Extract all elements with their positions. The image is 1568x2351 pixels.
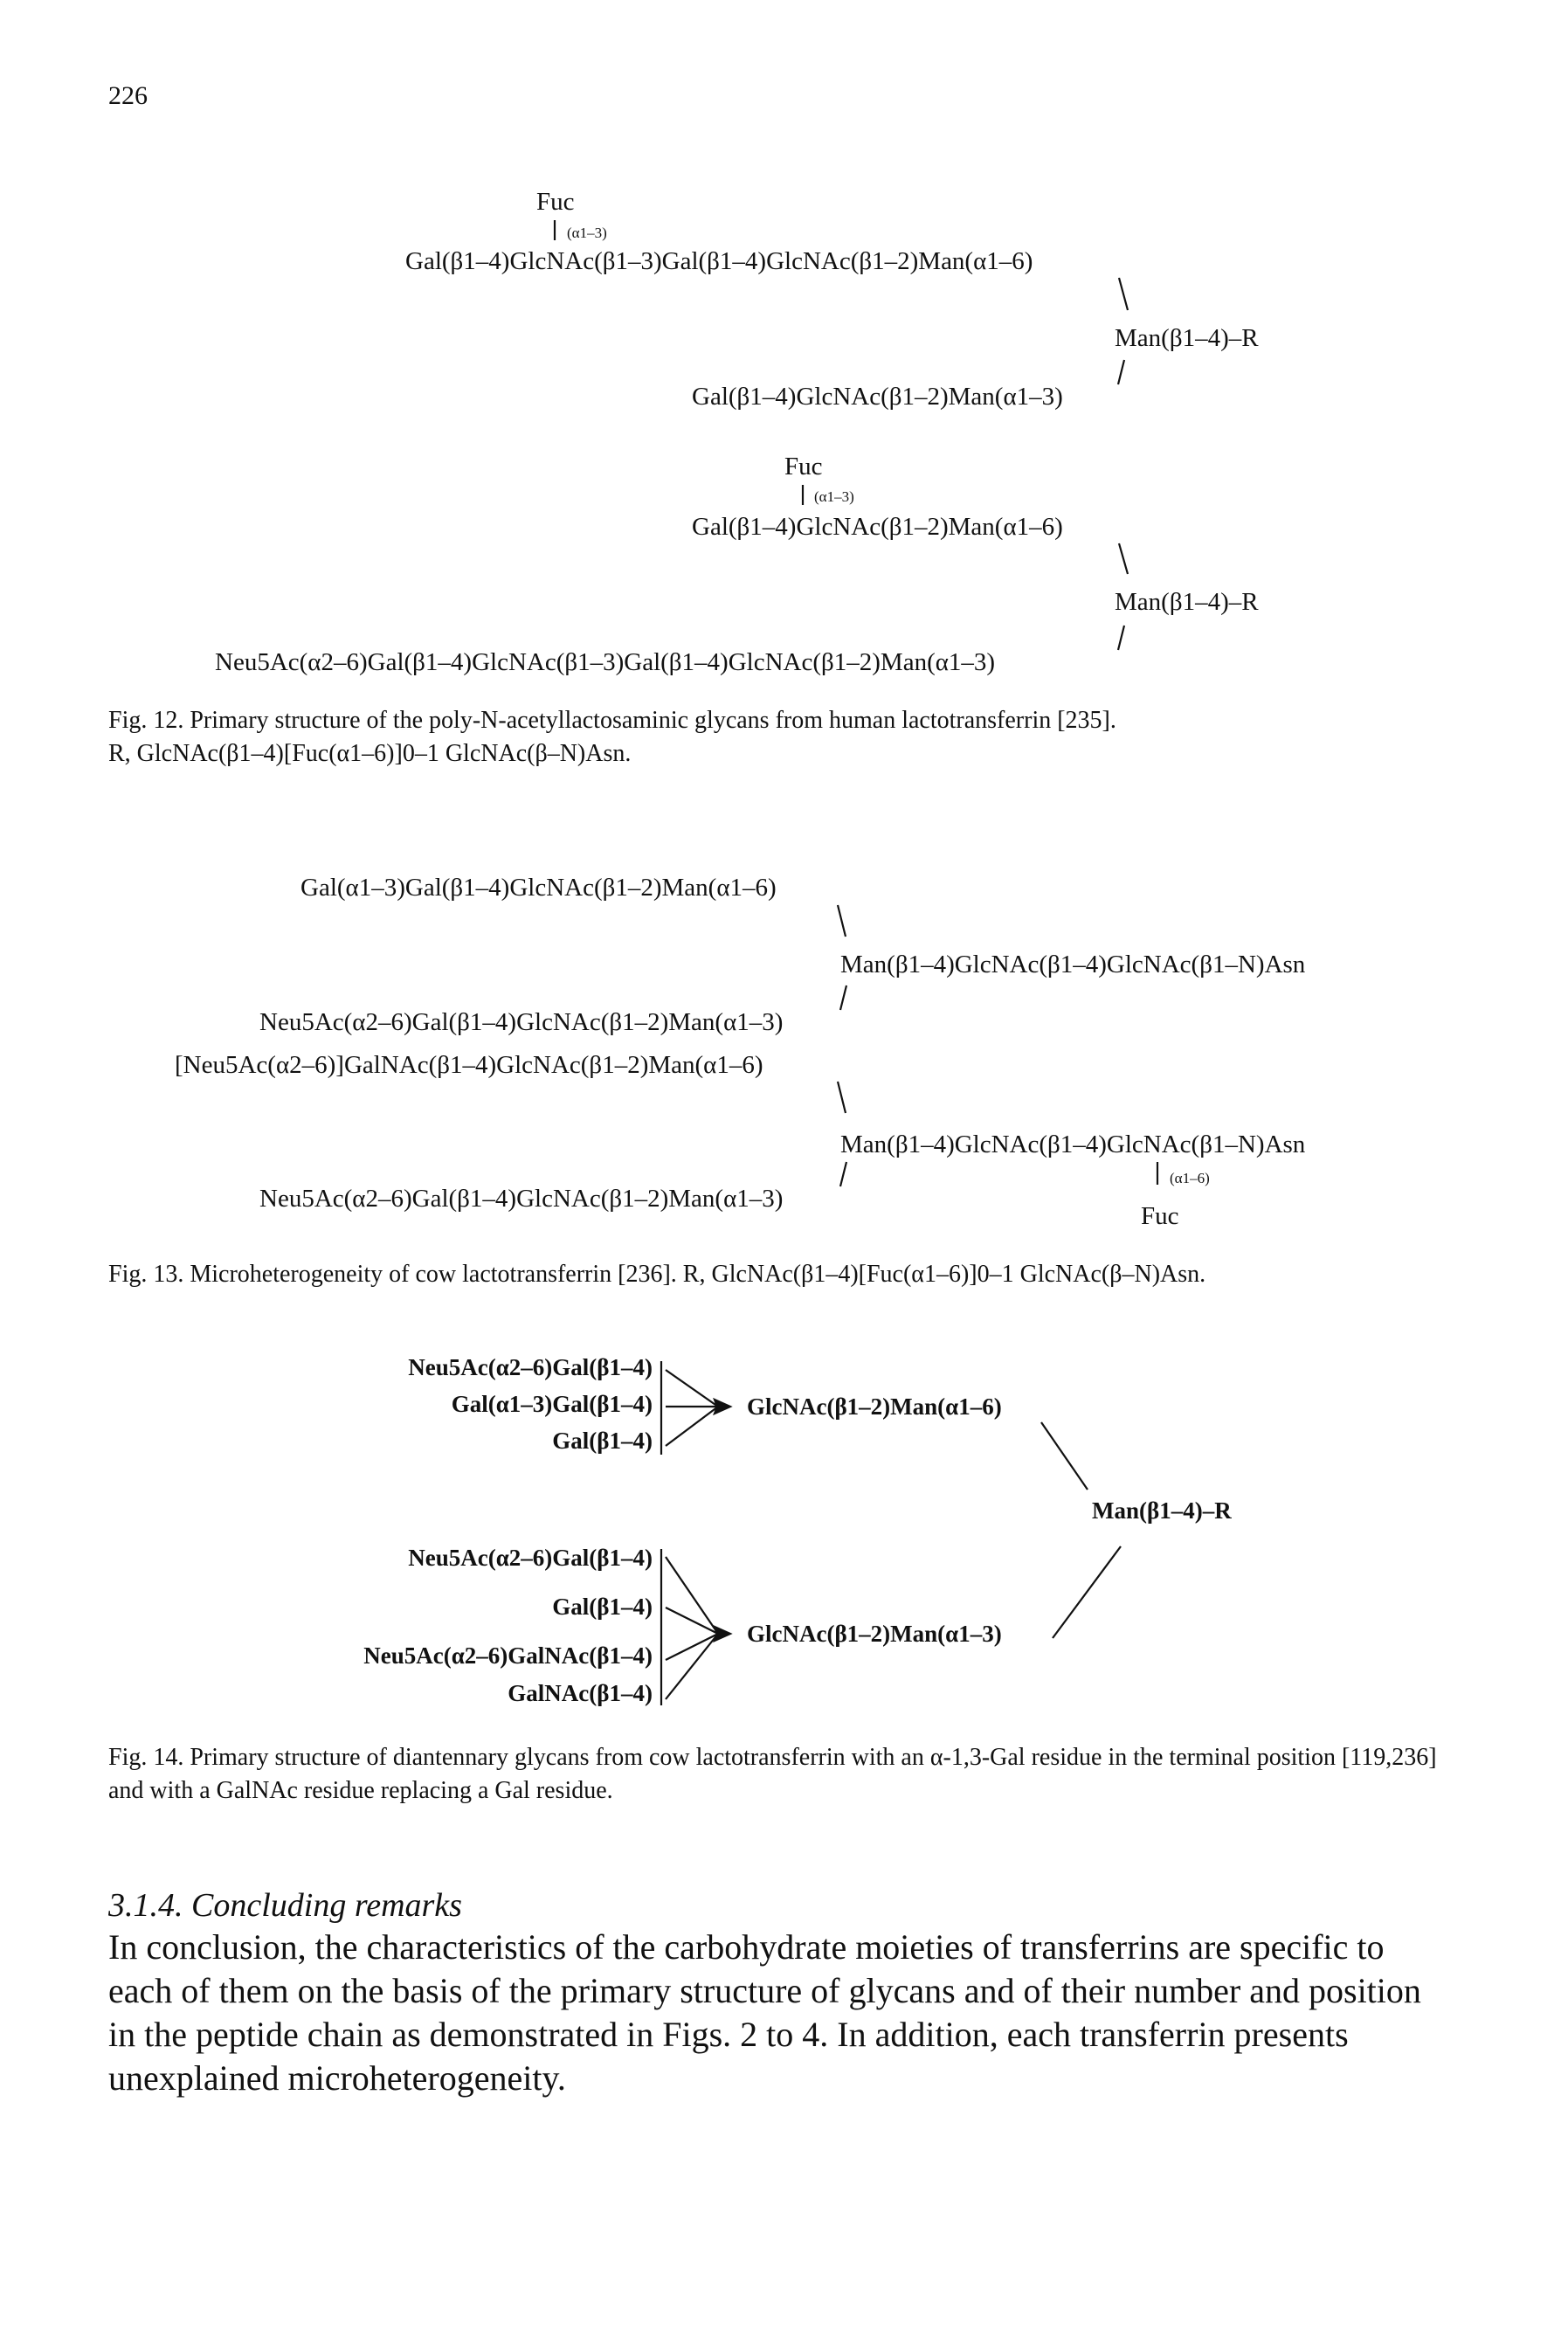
residue-label: Neu5Ac(α2–6)GalNAc(β1–4) <box>363 1642 653 1669</box>
branch-bond-alpha6 <box>1117 277 1129 311</box>
branch-bond-alpha3 <box>839 1161 848 1187</box>
antenna-alpha6-chain: Gal(β1–4)GlcNAc(β1–2)Man(α1–6) <box>692 513 1063 541</box>
linkage-label: (α1–3) <box>567 225 607 241</box>
antenna-alpha3-chain: Neu5Ac(α2–6)Gal(β1–4)GlcNAc(β1–2)Man(α1–… <box>259 1008 784 1036</box>
converge-line <box>665 1556 719 1635</box>
branch-bond-alpha3 <box>1052 1545 1122 1639</box>
converge-line <box>665 1633 719 1661</box>
antenna-alpha3-chain: Gal(β1–4)GlcNAc(β1–2)Man(α1–3) <box>692 383 1063 411</box>
antenna-alpha6-chain: Gal(α1–3)Gal(β1–4)GlcNAc(β1–2)Man(α1–6) <box>300 874 777 902</box>
converge-line <box>665 1607 719 1635</box>
branch-bond-alpha6 <box>1117 543 1129 575</box>
arrow-head <box>713 1624 733 1643</box>
residue-label: GalNAc(β1–4) <box>508 1680 653 1706</box>
converge-line <box>665 1633 719 1700</box>
core-mannose-label: Man(β1–4)–R <box>1092 1497 1232 1524</box>
residue-label: Neu5Ac(α2–6)Gal(β1–4) <box>408 1354 653 1380</box>
body-paragraph: In conclusion, the characteristics of th… <box>108 1927 1421 2098</box>
figure-caption: Fig. 14. Primary structure of diantennar… <box>108 1744 1437 1804</box>
antenna-alpha6-chain: [Neu5Ac(α2–6)]GalNAc(β1–4)GlcNAc(β1–2)Ma… <box>175 1051 763 1079</box>
antenna-alpha6-chain: Gal(β1–4)GlcNAc(β1–3)Gal(β1–4)GlcNAc(β1–… <box>405 247 1033 275</box>
arrow-head <box>713 1397 733 1416</box>
branch-bond-alpha6 <box>1040 1421 1088 1490</box>
linkage-label: (α1–3) <box>814 488 854 505</box>
core-mannose-label: Man(β1–4)–R <box>1115 324 1259 352</box>
fucose-label: Fuc <box>784 453 823 481</box>
section-heading: 3.1.4. Concluding remarks <box>108 1887 462 1924</box>
figure-caption: Fig. 12. Primary structure of the poly-N… <box>108 704 1462 771</box>
upper-target-chain: GlcNAc(β1–2)Man(α1–6) <box>747 1393 1002 1420</box>
antenna-alpha3-chain: Neu5Ac(α2–6)Gal(β1–4)GlcNAc(β1–3)Gal(β1–… <box>215 648 996 676</box>
fucose-label: Fuc <box>536 188 575 216</box>
converge-line <box>665 1369 719 1407</box>
residue-label: Gal(α1–3)Gal(β1–4) <box>451 1391 653 1417</box>
converge-line <box>665 1406 719 1447</box>
branch-bond-alpha3 <box>1116 625 1126 651</box>
lower-target-chain: GlcNAc(β1–2)Man(α1–3) <box>747 1621 1002 1647</box>
branch-bond-alpha3 <box>1116 359 1126 385</box>
branch-bond-alpha6 <box>836 1081 847 1114</box>
core-chain-label: Man(β1–4)GlcNAc(β1–4)GlcNAc(β1–N)Asn <box>840 1131 1306 1158</box>
linkage-label: (α1–6) <box>1170 1170 1210 1186</box>
core-chain-label: Man(β1–4)GlcNAc(β1–4)GlcNAc(β1–N)Asn <box>840 951 1306 978</box>
fucose-label: Fuc <box>1141 1202 1179 1230</box>
branch-bond-alpha3 <box>839 985 848 1011</box>
branch-bond-alpha6 <box>836 904 847 937</box>
figure-caption: Fig. 13. Microheterogeneity of cow lacto… <box>108 1261 1206 1288</box>
caption-line: Fig. 12. Primary structure of the poly-N… <box>108 707 1116 734</box>
residue-label: Gal(β1–4) <box>552 1594 653 1620</box>
caption-line: R, GlcNAc(β1–4)[Fuc(α1–6)]0–1 GlcNAc(β–N… <box>108 740 632 767</box>
residue-label: Neu5Ac(α2–6)Gal(β1–4) <box>408 1545 653 1571</box>
core-mannose-label: Man(β1–4)–R <box>1115 588 1259 616</box>
antenna-alpha3-chain: Neu5Ac(α2–6)Gal(β1–4)GlcNAc(β1–2)Man(α1–… <box>259 1185 784 1213</box>
page-number: 226 <box>108 81 148 110</box>
residue-label: Gal(β1–4) <box>552 1428 653 1454</box>
